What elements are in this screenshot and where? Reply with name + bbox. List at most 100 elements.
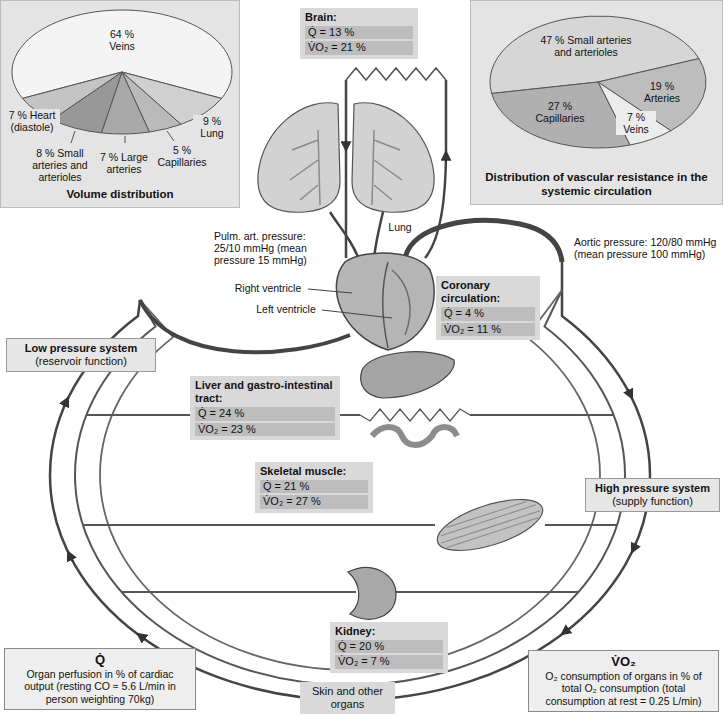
part-label-box: Right ventricle <box>233 282 304 294</box>
pie-label: 27 % Capillaries <box>528 100 592 124</box>
pie-label: 5 % Capillaries <box>152 144 212 168</box>
pie-label: 47 % Small arteries and arterioles <box>536 34 636 58</box>
node-text: (reservoir function) <box>13 355 149 368</box>
flow-arrow <box>64 398 68 407</box>
node-heading: Volume distribution <box>66 188 173 202</box>
coronary-vessel <box>392 270 410 335</box>
leader-line <box>308 289 392 318</box>
muscle-shape <box>432 489 549 561</box>
chart-panel-ground <box>0 0 240 208</box>
vessel <box>75 290 625 685</box>
key-box: V̇O₂O₂ consumption of organs in % of tot… <box>528 650 719 712</box>
node-heading: Low pressure system <box>13 342 149 355</box>
pie-label: 8 % Small arteries and arterioles <box>24 147 96 183</box>
organ-label-box: Lung <box>386 221 413 233</box>
vessel <box>100 290 600 670</box>
vena-cava <box>140 300 350 352</box>
node-heading: V̇O₂ <box>535 654 712 670</box>
lung-shape <box>258 103 340 212</box>
node-text: V̇O₂ = 27 % <box>260 495 368 508</box>
organ-label: Lung <box>386 221 413 233</box>
pie-label-box: 7 % Heart (diastole) <box>4 109 60 133</box>
pie-label: 7 % Heart (diastole) <box>4 109 60 133</box>
vessel <box>122 591 578 593</box>
node-heading: Kidney: <box>335 625 443 638</box>
organ-box: Skeletal muscle: Q̇ = 21 % V̇O₂ = 27 % <box>255 462 373 513</box>
part-label: Right ventricle <box>233 282 304 294</box>
organ-box: Coronary circulation: Q̇ = 4 % V̇O₂ = 11 % <box>436 276 540 340</box>
flow-arrow <box>562 628 570 634</box>
chart-panel-ground <box>470 0 723 205</box>
pie-label: 64 % Veins <box>100 28 144 52</box>
node-heading: Q̇ <box>11 652 189 668</box>
system-box: High pressure system(supply function) <box>585 478 720 512</box>
node-heading: Liver and gastro-intestinal tract: <box>195 379 335 405</box>
node-text: Q̇ = 21 % <box>260 480 368 493</box>
node-heading: Coronary circulation: <box>441 279 535 305</box>
node-text: V̇O₂ = 21 % <box>305 41 413 54</box>
pie-label: 9 % Lung <box>193 115 231 139</box>
pie-slice <box>492 82 630 148</box>
aorta <box>405 221 562 262</box>
flow-arrows <box>64 140 637 640</box>
capillary-bed <box>360 409 470 421</box>
intestine-shape <box>372 427 457 445</box>
organ-box: Skin and other organs <box>300 682 395 714</box>
flow-arrow <box>345 140 347 150</box>
node-text: Q̇ = 4 % <box>441 307 535 320</box>
pressure-note: Aortic pressure: 120/80 mmHg (mean press… <box>572 236 720 260</box>
node-text: Q̇ = 24 % <box>195 407 335 420</box>
pie-label-box: 7 % Veins <box>616 111 656 135</box>
flow-arrow <box>68 552 72 561</box>
part-label-box: Left ventricle <box>254 303 318 315</box>
node-heading: Skin and other organs <box>305 685 390 711</box>
node-text: Organ perfusion in % of cardiac output (… <box>11 668 189 706</box>
node-text: V̇O₂ = 7 % <box>335 655 443 668</box>
flow-arrow <box>632 543 636 552</box>
pie-label-box: 7 % Large arteries <box>97 151 151 175</box>
flow-arrow <box>628 389 632 398</box>
muscle-fibres <box>437 498 542 548</box>
pressure-note: Pulm. art. pressure: 25/10 mmHg (mean pr… <box>212 230 332 266</box>
pressure-note-box: Pulm. art. pressure: 25/10 mmHg (mean pr… <box>212 230 332 266</box>
pie-label-box: 9 % Lung <box>193 115 231 139</box>
heart-septum <box>383 262 388 348</box>
node-heading: Skeletal muscle: <box>260 465 368 478</box>
node-text: V̇O₂ = 11 % <box>441 323 535 336</box>
liver-shape <box>361 352 455 398</box>
node-text: O₂ consumption of organs in % of total O… <box>535 670 712 708</box>
lung-shape <box>352 103 434 212</box>
capillary-bed <box>346 68 446 80</box>
pie-label-box: 47 % Small arteries and arterioles <box>536 34 636 58</box>
node-text: Q̇ = 20 % <box>335 640 443 653</box>
vessel <box>83 524 617 526</box>
node-text: V̇O₂ = 23 % <box>195 423 335 436</box>
node-heading: High pressure system <box>592 482 713 495</box>
vessel <box>345 80 348 258</box>
flow-arrow <box>138 634 146 640</box>
pie-label: 7 % Veins <box>616 111 656 135</box>
pie-label-box: 27 % Capillaries <box>528 100 592 124</box>
kidney-shape <box>348 568 396 620</box>
key-box: Q̇Organ perfusion in % of cardiac output… <box>4 648 196 710</box>
node-heading: Brain: <box>305 11 413 24</box>
pie-label: 19 % Arteries <box>636 80 688 104</box>
pie-label-box: 64 % Veins <box>100 28 144 52</box>
pie-label: 7 % Large arteries <box>97 151 151 175</box>
pie-label-box: 8 % Small arteries and arterioles <box>24 147 96 183</box>
muscle-belly <box>432 489 549 561</box>
organ-box: Brain: Q̇ = 13 % V̇O₂ = 21 % <box>300 8 418 59</box>
pressure-note-box: Aortic pressure: 120/80 mmHg (mean press… <box>572 236 720 260</box>
part-label: Left ventricle <box>254 303 318 315</box>
vessel <box>50 262 650 700</box>
organ-box: Liver and gastro-intestinal tract: Q̇ = 2… <box>190 376 340 440</box>
pie-chart <box>490 16 706 148</box>
pie-label-box: 5 % Capillaries <box>152 144 212 168</box>
node-heading: Distribution of vascular resistance in t… <box>477 171 716 199</box>
system-box: Low pressure system(reservoir function) <box>6 338 156 372</box>
heart-shape <box>336 253 434 350</box>
pie-label-box: 19 % Arteries <box>636 80 688 104</box>
leader-line <box>71 131 174 143</box>
node-text: Q̇ = 13 % <box>305 26 413 39</box>
node-text: (supply function) <box>592 495 713 508</box>
